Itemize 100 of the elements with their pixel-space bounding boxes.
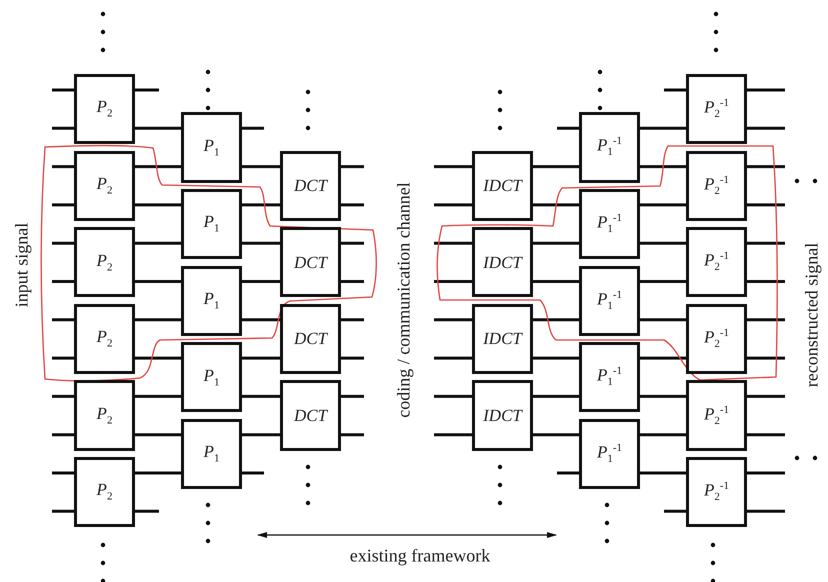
process-box: [472, 227, 533, 298]
process-box: [472, 150, 533, 221]
block-label: P$_{2}$: [96, 328, 112, 350]
block-label: P$_{1}$: [204, 213, 220, 235]
block-label: P$_{2}$: [96, 481, 112, 503]
signal-line: [52, 394, 74, 398]
signal-line: [52, 203, 74, 206]
signal-line: [52, 88, 74, 92]
process-box: [74, 304, 135, 374]
process-box: [181, 266, 242, 336]
signal-line: [434, 242, 472, 245]
axis-caption: coding / communication channel: [394, 182, 414, 418]
signal-line: [640, 165, 686, 168]
block-label: P$_{1}$: [204, 366, 220, 388]
process-box: [181, 342, 242, 412]
process-box: [74, 380, 135, 451]
signal-line: [640, 126, 686, 130]
signal-line: [135, 394, 181, 398]
process-box: [280, 304, 341, 374]
signal-line: [640, 280, 686, 283]
block-label: P$_{2}$: [96, 98, 112, 120]
process-box: [579, 188, 640, 260]
block-label: P$_{2}$: [96, 175, 112, 196]
process-box: [181, 418, 242, 489]
signal-line: [640, 318, 686, 322]
signal-line: [135, 203, 181, 206]
signal-line: [242, 165, 280, 168]
signal-line: [242, 242, 280, 245]
block-label: P$_{2}$: [96, 252, 112, 274]
signal-line: [52, 472, 74, 474]
signal-line: [747, 165, 785, 168]
signal-line: [341, 165, 364, 168]
signal-line: [242, 126, 264, 130]
block-label: IDCT: [483, 407, 522, 424]
signal-line: [135, 318, 181, 322]
signal-line: [434, 394, 472, 398]
signal-line: [242, 203, 280, 206]
signal-line: [52, 510, 74, 513]
process-box: [579, 112, 640, 183]
axis-caption: reconstructed signal: [802, 242, 822, 388]
signal-line: [434, 280, 472, 283]
signal-line: [434, 165, 472, 168]
signal-line: [747, 510, 785, 513]
process-box: [74, 74, 135, 144]
signal-line: [640, 203, 686, 206]
signal-line: [242, 433, 280, 436]
signal-line: [533, 433, 579, 436]
block-label: DCT: [294, 177, 328, 194]
signal-line: [135, 433, 181, 436]
signal-line: [533, 165, 579, 168]
signal-line: [640, 356, 686, 360]
signal-line: [341, 394, 364, 398]
signal-line: [341, 433, 364, 436]
process-box: [686, 227, 747, 298]
signal-line: [747, 394, 785, 398]
signal-line: [747, 433, 785, 436]
signal-line: [747, 472, 785, 474]
process-box: [280, 380, 341, 451]
process-box: [181, 112, 242, 183]
signal-line: [533, 394, 579, 398]
block-label: IDCT: [483, 330, 522, 348]
signal-line: [664, 88, 686, 92]
signal-line: [135, 126, 181, 130]
block-label: P$_{2}$: [96, 404, 112, 426]
axis-caption: existing framework: [350, 546, 490, 566]
signal-line: [747, 318, 785, 322]
signal-line: [434, 203, 472, 206]
signal-line: [434, 433, 472, 436]
signal-line: [533, 318, 579, 322]
process-box: [686, 304, 747, 374]
signal-line: [747, 356, 785, 360]
signal-line: [640, 242, 686, 245]
signal-line: [135, 280, 181, 283]
signal-line: [747, 203, 785, 206]
signal-line: [747, 88, 785, 92]
block-label: DCT: [294, 330, 328, 348]
block-label: IDCT: [483, 177, 522, 194]
signal-line: [242, 472, 264, 474]
process-box: [686, 457, 747, 528]
process-box: [472, 380, 533, 451]
signal-line: [52, 126, 74, 130]
signal-line: [533, 356, 579, 360]
signal-line: [52, 242, 74, 245]
signal-line: [341, 318, 364, 322]
signal-line: [533, 280, 579, 283]
signal-line: [640, 394, 686, 398]
block-label: P$_{1}$: [204, 290, 220, 312]
process-box: [181, 188, 242, 260]
signal-line: [434, 318, 472, 322]
process-box: [74, 150, 135, 221]
block-label: DCT: [294, 254, 328, 271]
block-label: P$_{1}$: [204, 443, 220, 465]
process-box: [686, 150, 747, 221]
signal-line: [533, 242, 579, 245]
signal-line: [52, 165, 74, 168]
process-box: [579, 418, 640, 489]
signal-line: [135, 356, 181, 360]
process-box: [74, 457, 135, 528]
signal-line: [640, 472, 686, 474]
signal-line: [52, 433, 74, 436]
